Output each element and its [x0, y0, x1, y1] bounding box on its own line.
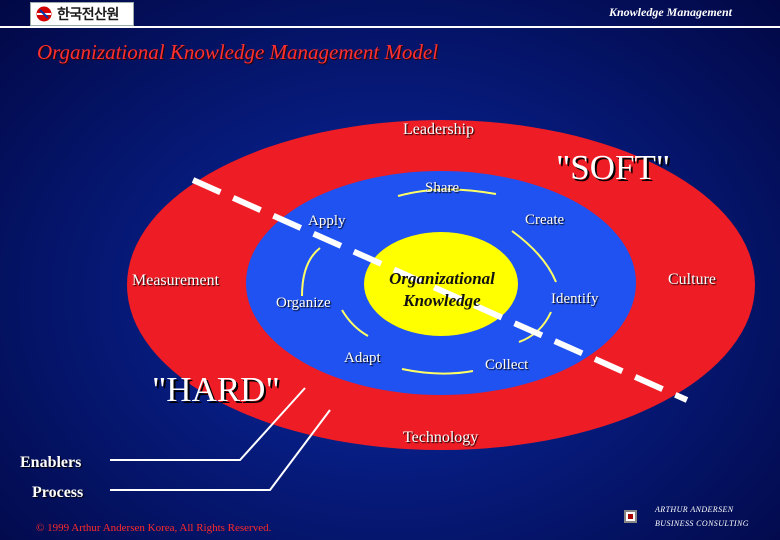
label-adapt: Adapt [344, 350, 381, 366]
logo: 한국전산원 [30, 2, 134, 26]
label-create: Create [525, 212, 565, 228]
label-process: Process [32, 484, 84, 501]
logo-text: 한국전산원 [57, 7, 119, 23]
header-divider [0, 26, 780, 28]
cycle-arcs [301, 188, 557, 375]
label-culture: Culture [668, 271, 716, 288]
brand-subtitle: BUSINESS CONSULTING [655, 519, 749, 528]
label-identify: Identify [551, 291, 599, 307]
brand-name: ARTHUR ANDERSEN [655, 505, 734, 514]
pointer-lines [110, 387, 331, 491]
core-label-line2: Knowledge [403, 291, 481, 310]
page-title: Organizational Knowledge Management Mode… [37, 40, 439, 64]
arthur-andersen-door-icon [624, 510, 637, 523]
label-collect: Collect [485, 357, 529, 373]
core-label: Organizational Knowledge [372, 268, 512, 312]
soft-hard-divider [191, 177, 689, 403]
core-label-line1: Organizational [389, 269, 495, 288]
label-measurement: Measurement [132, 272, 220, 289]
header-title: Knowledge Management [608, 5, 732, 19]
copyright-text: © 1999 Arthur Andersen Korea, All Rights… [36, 522, 272, 534]
label-technology: Technology [403, 429, 479, 446]
label-hard: "HARD" [152, 370, 280, 409]
label-soft: "SOFT" [556, 148, 671, 187]
label-share: Share [425, 180, 460, 196]
logo-mark-icon [36, 6, 52, 22]
label-apply: Apply [308, 213, 346, 229]
label-leadership: Leadership [403, 121, 475, 138]
label-enablers: Enablers [20, 454, 82, 471]
label-organize: Organize [276, 295, 331, 311]
